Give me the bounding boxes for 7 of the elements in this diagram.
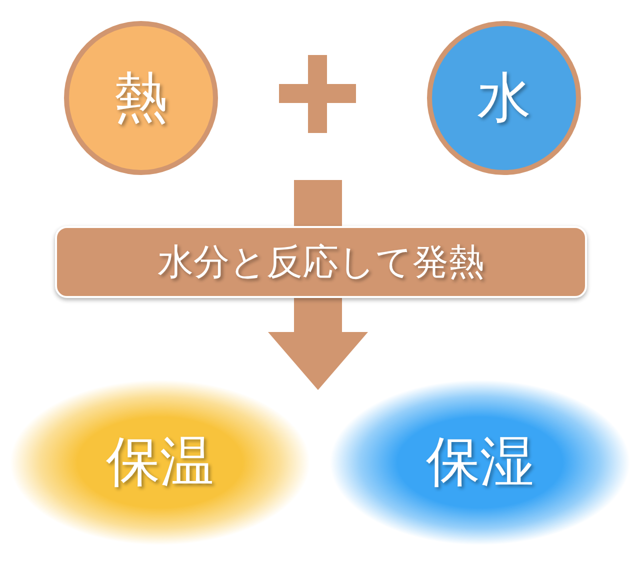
arrow xyxy=(268,298,368,390)
node-label: 水 xyxy=(477,64,531,130)
node-label: 保湿 xyxy=(426,429,534,495)
label-band xyxy=(55,226,587,298)
band-label: 水分と反応して発熱 xyxy=(158,240,484,284)
node-label: 保温 xyxy=(106,429,214,495)
node-label: 熱 xyxy=(114,64,168,130)
